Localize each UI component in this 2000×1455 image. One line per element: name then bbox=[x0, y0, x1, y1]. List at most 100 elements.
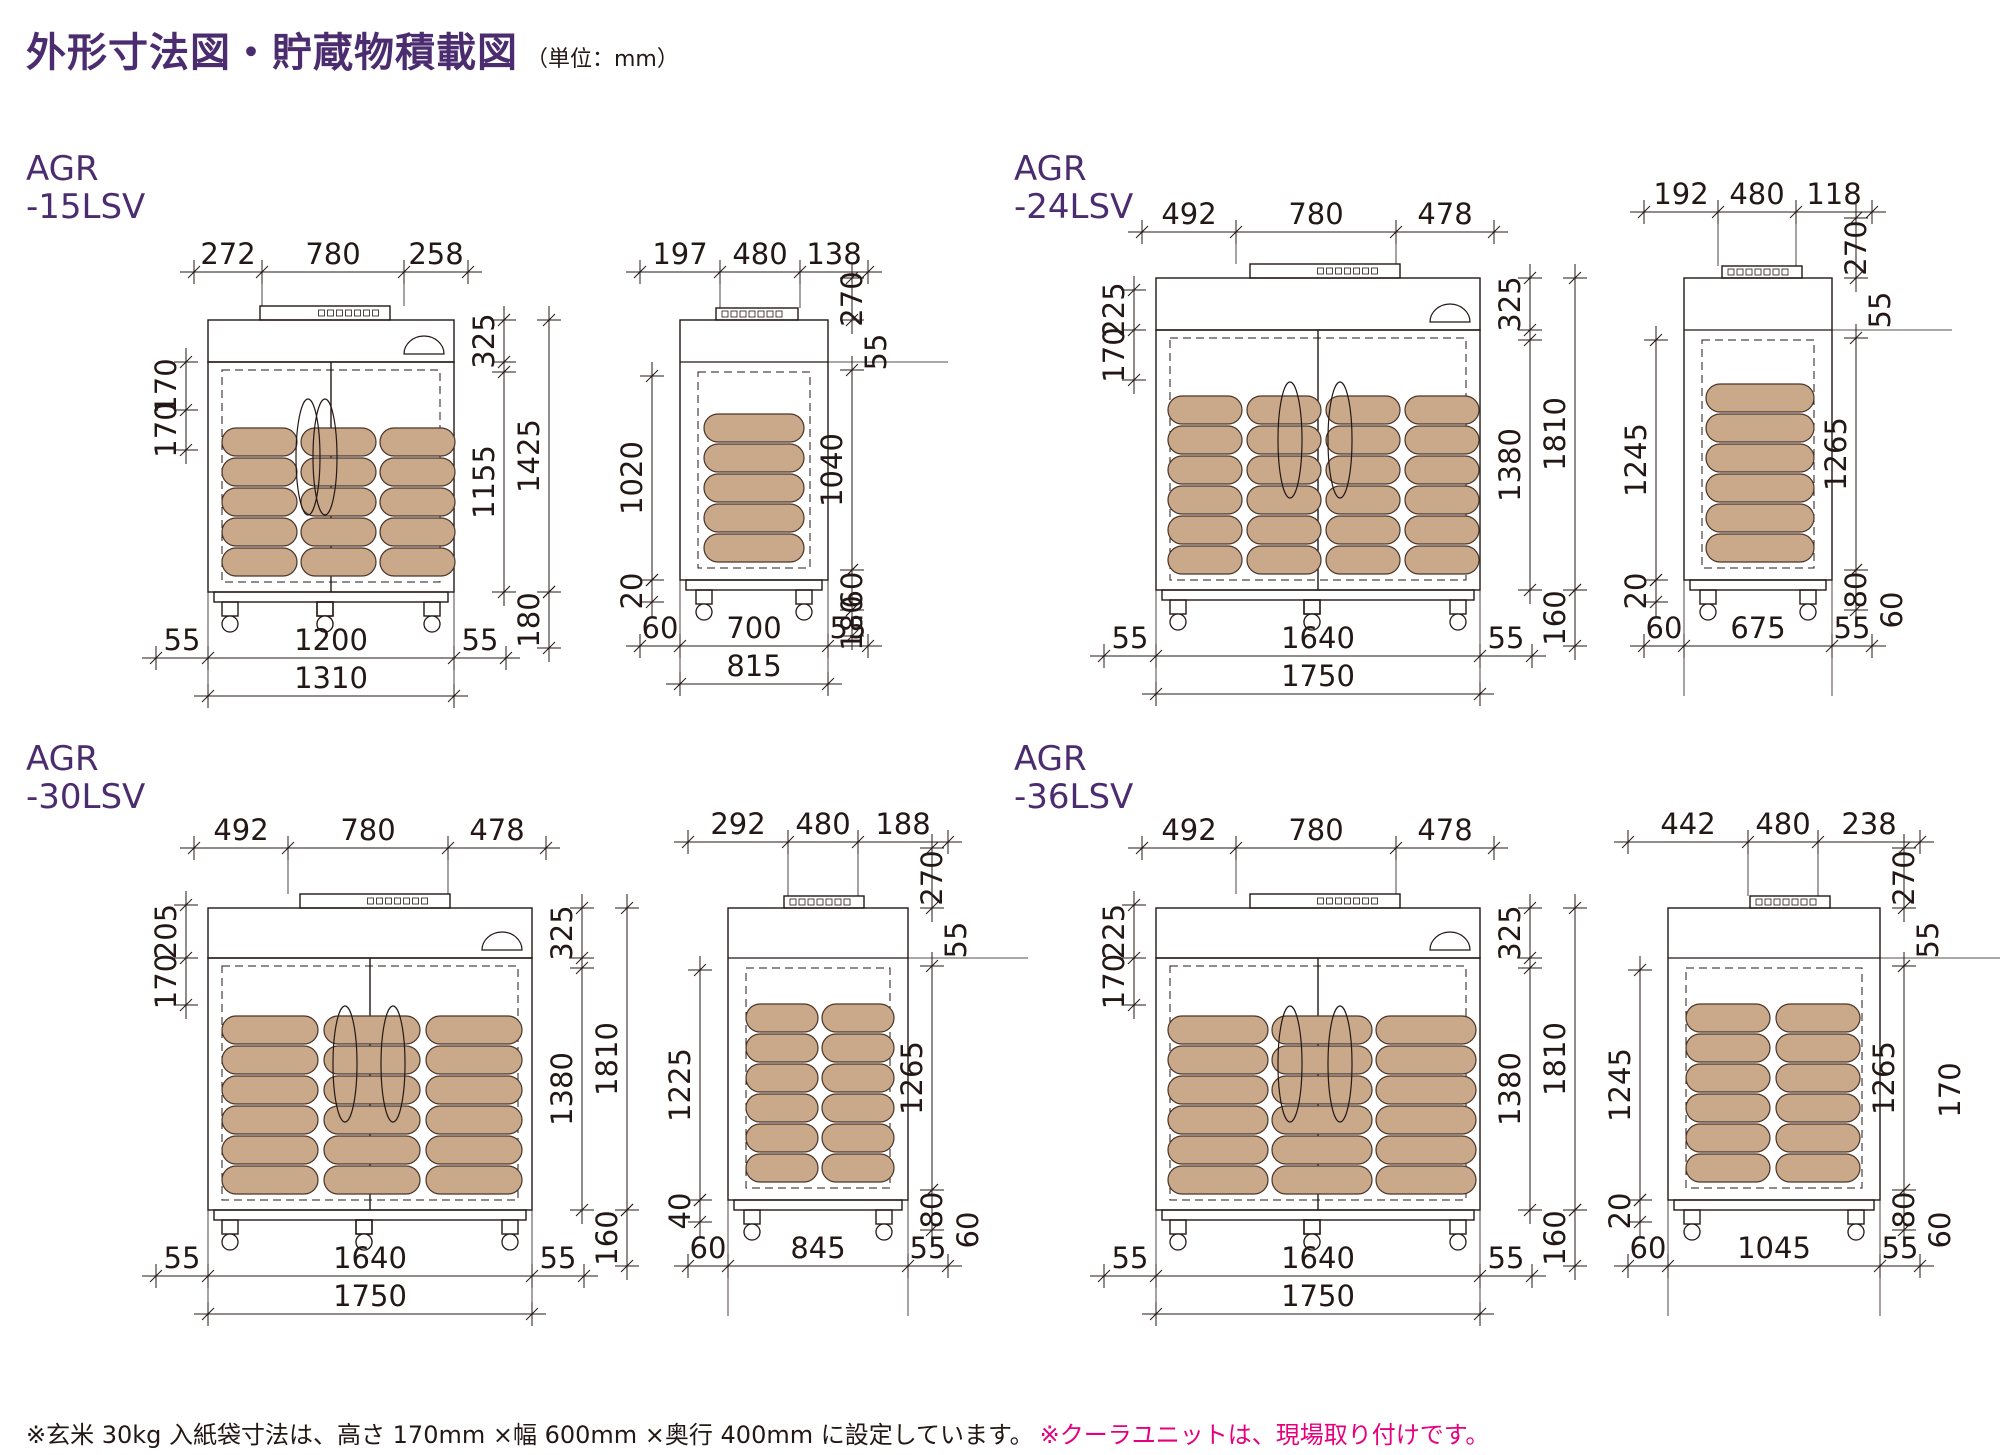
rice-bag bbox=[745, 1063, 819, 1093]
rice-bag bbox=[1271, 1015, 1373, 1045]
dimension-label: 1810 bbox=[1538, 397, 1572, 471]
dimension-label: 1245 bbox=[1619, 423, 1653, 497]
dim-line bbox=[149, 1269, 163, 1283]
logo-emblem bbox=[403, 335, 445, 355]
caster-mount bbox=[501, 1219, 519, 1235]
dimension-label: 845 bbox=[790, 1231, 845, 1265]
dimension-label: 270 bbox=[835, 271, 869, 326]
rice-bag bbox=[1246, 515, 1322, 545]
rice-bag bbox=[300, 457, 377, 487]
control-button bbox=[1745, 268, 1753, 276]
caster-wheel bbox=[1847, 1223, 1865, 1241]
dimension-label: 325 bbox=[545, 905, 579, 960]
rice-bag bbox=[1271, 1045, 1373, 1075]
dim-line bbox=[542, 641, 556, 655]
caster-mount bbox=[1449, 1219, 1467, 1235]
base-frame bbox=[733, 1199, 903, 1211]
dim-line bbox=[845, 629, 859, 643]
rice-bag-stack bbox=[1167, 395, 1480, 575]
rice-bag bbox=[425, 1045, 523, 1075]
dimension-label: 60 bbox=[690, 1231, 727, 1265]
dim-line bbox=[539, 841, 553, 855]
dim-line bbox=[845, 603, 859, 617]
dim-line bbox=[1633, 963, 1647, 977]
rice-bag bbox=[1375, 1165, 1477, 1195]
dim-line bbox=[633, 265, 647, 279]
dimension-label: 55 bbox=[1488, 621, 1525, 655]
rice-bag bbox=[1775, 1033, 1861, 1063]
rice-bag bbox=[821, 1123, 895, 1153]
rice-bag bbox=[1246, 485, 1322, 515]
base-frame bbox=[213, 1209, 527, 1221]
caster-mount bbox=[423, 601, 441, 617]
rice-bag bbox=[1685, 1123, 1771, 1153]
caster-mount bbox=[1699, 589, 1717, 605]
dimension-label: 1265 bbox=[1819, 417, 1853, 491]
dim-line bbox=[497, 585, 511, 599]
rice-bag bbox=[821, 1033, 895, 1063]
door-handle bbox=[380, 1005, 406, 1123]
caster-wheel bbox=[355, 1233, 373, 1251]
rice-bag bbox=[1325, 425, 1401, 455]
dimension-label: 55 bbox=[462, 623, 499, 657]
dimension-label: 1265 bbox=[895, 1041, 929, 1115]
dimension-label: 55 bbox=[540, 1241, 577, 1275]
dim-line bbox=[1127, 998, 1141, 1012]
caster-mount bbox=[316, 601, 334, 617]
rice-bag bbox=[300, 517, 377, 547]
dimension-label: 238 bbox=[1841, 807, 1896, 841]
control-button bbox=[1800, 898, 1808, 906]
dim-line bbox=[1127, 898, 1141, 912]
caster-mount bbox=[695, 589, 713, 605]
rice-bag bbox=[745, 1033, 819, 1063]
dimension-label: 270 bbox=[1839, 220, 1873, 275]
rice-bag-stack bbox=[1685, 1003, 1861, 1183]
rice-bag bbox=[821, 1153, 895, 1183]
rice-bag bbox=[1271, 1075, 1373, 1105]
dimension-label: 1750 bbox=[1281, 659, 1355, 693]
door-handle bbox=[1327, 1005, 1353, 1123]
rice-bag bbox=[1375, 1135, 1477, 1165]
rice-bag bbox=[221, 1015, 319, 1045]
caster-wheel bbox=[695, 603, 713, 621]
caster-mount bbox=[1449, 599, 1467, 615]
dimension-label: 180 bbox=[835, 595, 869, 650]
dimension-label: 80 bbox=[915, 1192, 949, 1229]
control-button bbox=[1344, 267, 1351, 275]
rice-bag bbox=[1375, 1015, 1477, 1045]
caster-mount bbox=[1799, 589, 1817, 605]
door-handle bbox=[1277, 381, 1303, 499]
rice-bag bbox=[221, 1075, 319, 1105]
dim-line bbox=[1913, 835, 1927, 849]
rice-bag bbox=[323, 1045, 421, 1075]
dim-line bbox=[575, 961, 589, 975]
dim-line bbox=[925, 1223, 939, 1237]
dim-line bbox=[1135, 225, 1149, 239]
dimension-label: 170 bbox=[1933, 1062, 1967, 1117]
dim-line bbox=[542, 585, 556, 599]
rice-bag bbox=[221, 1165, 319, 1195]
dimension-label: 20 bbox=[615, 573, 649, 610]
dim-line bbox=[1897, 841, 1911, 855]
rice-bag bbox=[323, 1135, 421, 1165]
control-box bbox=[783, 895, 865, 909]
rice-bag bbox=[1167, 425, 1243, 455]
dimension-label: 55 bbox=[1911, 922, 1945, 959]
rice-bag bbox=[379, 547, 456, 577]
dimension-label: 1810 bbox=[1538, 1022, 1572, 1096]
rice-bag bbox=[1404, 455, 1480, 485]
caster-mount bbox=[1303, 1219, 1321, 1235]
dimension-label: 80 bbox=[1887, 1192, 1921, 1229]
rice-bag bbox=[300, 547, 377, 577]
rice-bag bbox=[703, 443, 805, 473]
caster-wheel bbox=[795, 603, 813, 621]
rice-bag bbox=[323, 1075, 421, 1105]
dim-line bbox=[1633, 1193, 1647, 1207]
rice-bag-stack bbox=[745, 1003, 895, 1183]
control-button bbox=[1773, 898, 1781, 906]
rice-bag bbox=[1246, 425, 1322, 455]
dim-line bbox=[1568, 583, 1582, 597]
rice-bag bbox=[1775, 1063, 1861, 1093]
dimension-label: 1425 bbox=[512, 419, 546, 493]
